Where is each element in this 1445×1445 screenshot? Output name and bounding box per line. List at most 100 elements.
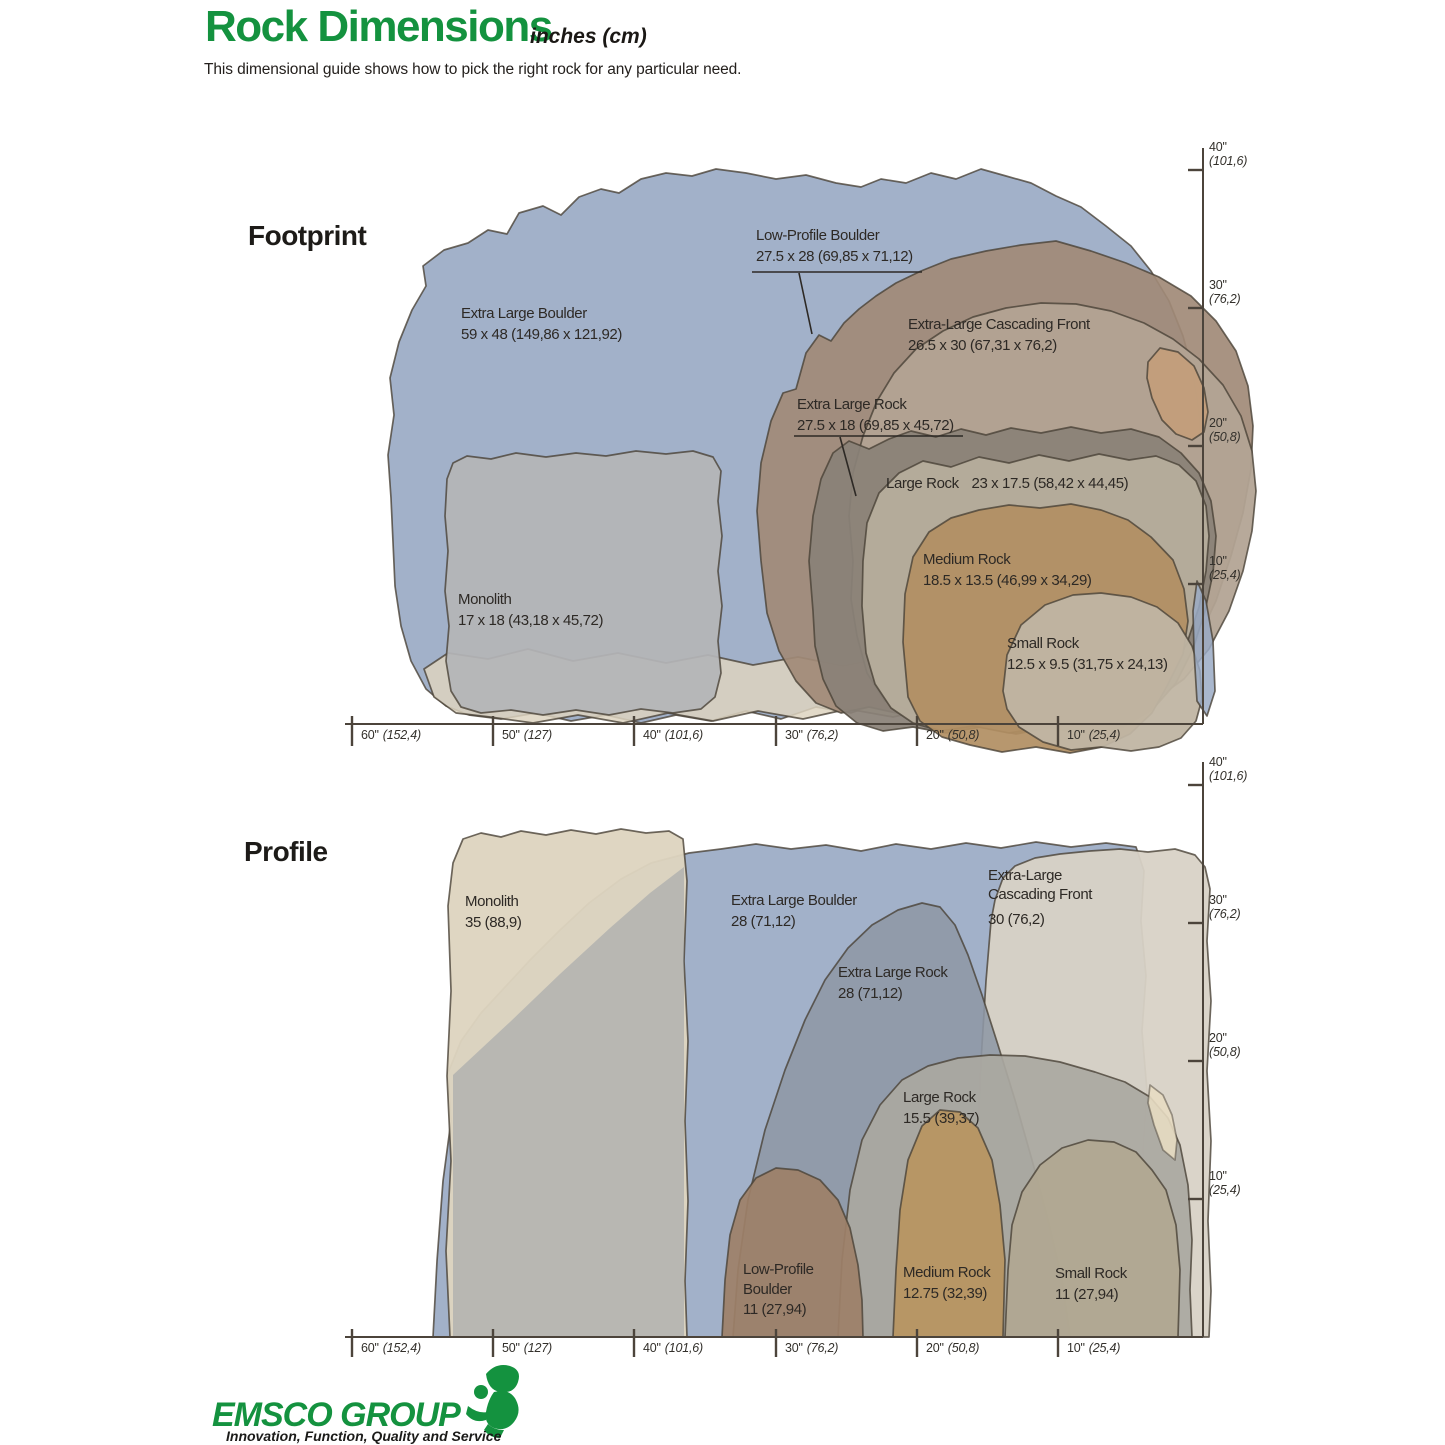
rock-dims: 27.5 x 18 (69,85 x 45,72) xyxy=(797,417,954,434)
profile-label-cascading-front: Extra-Large Cascading Front 30 (76,2) xyxy=(988,866,1092,929)
profile-x-label-40: 40"(101,6) xyxy=(643,1341,703,1355)
rock-name-line1: Low-Profile xyxy=(743,1261,814,1278)
axis-cm: (25,4) xyxy=(1088,728,1121,742)
axis-cm: (101,6) xyxy=(1209,154,1248,168)
rock-dims: 28 (71,12) xyxy=(731,913,796,930)
rock-dims: 23 x 17.5 (58,42 x 44,45) xyxy=(971,475,1129,492)
footprint-x-label-40: 40"(101,6) xyxy=(643,728,703,742)
rock-name: Extra Large Boulder xyxy=(731,892,857,909)
axis-cm: (76,2) xyxy=(1209,292,1241,306)
rock-name: Small Rock xyxy=(1055,1265,1127,1282)
axis-cm: (25,4) xyxy=(1209,568,1241,582)
profile-label-monolith: Monolith 35 (88,9) xyxy=(465,891,522,933)
rock-name-line2: Cascading Front xyxy=(988,886,1093,903)
label-leader-lines xyxy=(752,271,963,497)
profile-cream-edge-shape xyxy=(1147,1084,1178,1161)
axis-cm: (101,6) xyxy=(664,1341,703,1355)
footprint-x-label-20: 20"(50,8) xyxy=(926,728,979,742)
axis-inches: 50" xyxy=(502,1341,520,1355)
low-profile-boulder-pointer-line xyxy=(798,272,813,335)
profile-label-medium-rock: Medium Rock 12.75 (32,39) xyxy=(903,1262,991,1304)
rock-name: Low-Profile Boulder xyxy=(756,227,880,244)
axis-inches: 30" xyxy=(785,1341,803,1355)
axis-cm: (50,8) xyxy=(947,1341,980,1355)
page-title: Rock Dimensions xyxy=(205,2,553,51)
rock-dims: 11 (27,94) xyxy=(1055,1286,1119,1303)
axis-cm: (50,8) xyxy=(1209,430,1241,444)
footprint-label-low-profile-boulder: Low-Profile Boulder 27.5 x 28 (69,85 x 7… xyxy=(756,225,913,267)
profile-x-label-30: 30"(76,2) xyxy=(785,1341,838,1355)
axis-inches: 10" xyxy=(1209,554,1227,568)
axis-cm: (101,6) xyxy=(1209,769,1248,783)
page-subtitle: This dimensional guide shows how to pick… xyxy=(204,61,742,78)
axis-inches: 20" xyxy=(926,1341,944,1355)
axis-inches: 60" xyxy=(361,1341,379,1355)
profile-x-label-50: 50"(127) xyxy=(502,1341,552,1355)
rock-name: Extra-Large Cascading Front xyxy=(908,316,1090,333)
footprint-x-label-50: 50"(127) xyxy=(502,728,552,742)
axis-cm: (152,4) xyxy=(382,728,421,742)
profile-y-label-30: 30"(76,2) xyxy=(1209,893,1241,921)
rock-name-line2: Boulder xyxy=(743,1281,792,1298)
footprint-label-extra-large-rock: Extra Large Rock 27.5 x 18 (69,85 x 45,7… xyxy=(797,394,954,436)
footprint-x-label-30: 30"(76,2) xyxy=(785,728,838,742)
profile-y-ticks xyxy=(1188,783,1203,1201)
rock-name: Extra Large Rock xyxy=(838,964,948,981)
profile-small-rock-shape xyxy=(1004,1139,1181,1338)
axis-inches: 30" xyxy=(785,728,803,742)
profile-label-small-rock: Small Rock 11 (27,94) xyxy=(1055,1263,1127,1305)
profile-heading: Profile xyxy=(244,836,328,867)
profile-y-label-40: 40"(101,6) xyxy=(1209,755,1247,783)
footprint-heading: Footprint xyxy=(248,220,367,251)
footprint-y-label-20: 20"(50,8) xyxy=(1209,416,1241,444)
profile-x-label-60: 60"(152,4) xyxy=(361,1341,421,1355)
axis-inches: 20" xyxy=(926,728,944,742)
footprint-y-label-30: 30"(76,2) xyxy=(1209,278,1241,306)
profile-x-ticks xyxy=(350,1329,1060,1357)
axis-inches: 20" xyxy=(1209,416,1227,430)
profile-label-extra-large-rock: Extra Large Rock 28 (71,12) xyxy=(838,962,948,1004)
emsco-logo-icon xyxy=(466,1365,519,1438)
emsco-brand-wordmark: EMSCO GROUP xyxy=(212,1396,461,1434)
axis-cm: (76,2) xyxy=(806,728,839,742)
footprint-label-cascading-front: Extra-Large Cascading Front 26.5 x 30 (6… xyxy=(908,314,1090,356)
profile-y-label-10: 10"(25,4) xyxy=(1209,1169,1241,1197)
rock-dims: 30 (76,2) xyxy=(988,911,1045,928)
rock-dims: 59 x 48 (149,86 x 121,92) xyxy=(461,326,622,343)
axis-inches: 30" xyxy=(1209,278,1227,292)
footprint-axes xyxy=(345,148,1204,746)
rock-name-line1: Extra-Large xyxy=(988,867,1062,884)
profile-y-label-20: 20"(50,8) xyxy=(1209,1031,1241,1059)
footprint-x-label-60: 60"(152,4) xyxy=(361,728,421,742)
rock-name: Medium Rock xyxy=(903,1264,991,1281)
axis-inches: 40" xyxy=(643,728,661,742)
emsco-tagline: Innovation, Function, Quality and Servic… xyxy=(226,1428,502,1444)
axis-inches: 40" xyxy=(1209,755,1227,769)
rock-dims: 12.5 x 9.5 (31,75 x 24,13) xyxy=(1007,656,1168,673)
axis-inches: 50" xyxy=(502,728,520,742)
axis-cm: (127) xyxy=(523,728,552,742)
emsco-icon-arm xyxy=(466,1406,488,1422)
axis-inches: 60" xyxy=(361,728,379,742)
axis-cm: (25,4) xyxy=(1088,1341,1121,1355)
rock-name: Extra Large Rock xyxy=(797,396,907,413)
rock-name: Monolith xyxy=(465,893,519,910)
axis-inches: 40" xyxy=(643,1341,661,1355)
profile-label-extra-large-boulder: Extra Large Boulder 28 (71,12) xyxy=(731,890,857,932)
rock-name: Extra Large Boulder xyxy=(461,305,587,322)
emsco-icon-leg xyxy=(484,1424,504,1438)
rock-name: Large Rock xyxy=(903,1089,976,1106)
footprint-y-ticks xyxy=(1188,168,1203,586)
profile-label-large-rock: Large Rock 15.5 (39,37) xyxy=(903,1087,979,1129)
axis-cm: (152,4) xyxy=(382,1341,421,1355)
rock-dims: 35 (88,9) xyxy=(465,914,522,931)
axis-inches: 10" xyxy=(1067,728,1085,742)
profile-x-label-10: 10"(25,4) xyxy=(1067,1341,1120,1355)
emsco-icon-body-swoosh xyxy=(485,1391,519,1430)
rock-dims: 12.75 (32,39) xyxy=(903,1285,988,1302)
axis-inches: 40" xyxy=(1209,140,1227,154)
rock-name: Large Rock xyxy=(886,475,959,492)
profile-axes xyxy=(345,762,1204,1357)
